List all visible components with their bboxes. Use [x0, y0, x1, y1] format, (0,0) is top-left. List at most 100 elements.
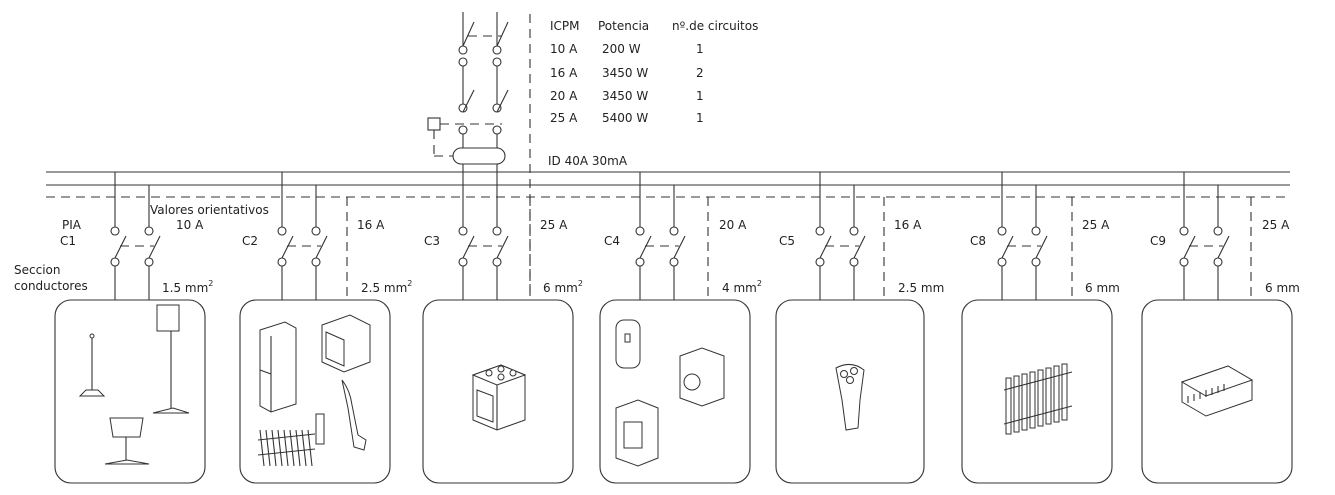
floor-lamp-shade — [156, 304, 180, 332]
table-cell: 25 A — [550, 111, 578, 125]
circuit-current: 16 A — [894, 218, 922, 232]
lamp-top — [89, 333, 95, 339]
circuit-name: C5 — [779, 234, 795, 248]
appliance-box — [961, 299, 1113, 484]
circuit-c4: C4 20 A 4 mm2 — [599, 172, 762, 484]
valores-label: Valores orientativos — [150, 203, 269, 217]
heater-bar — [265, 429, 271, 467]
switch-contact — [815, 257, 825, 267]
radiator-fin — [1053, 365, 1060, 423]
circuit-current: 16 A — [357, 218, 385, 232]
superscript: 2 — [208, 279, 213, 288]
table-header-icpm: ICPM — [550, 19, 580, 33]
heater-display — [624, 333, 631, 343]
circuit-current: 25 A — [1262, 218, 1290, 232]
switch-blade — [853, 235, 866, 259]
washer-heater-icon — [615, 319, 725, 467]
air-conditioner-icon — [1180, 365, 1254, 417]
radiator-fin — [1061, 363, 1068, 421]
heater-bar — [277, 429, 283, 467]
circuit-name: C4 — [604, 234, 620, 248]
conductor-section: 6 mm — [1265, 281, 1300, 295]
id-label: ID 40A 30mA — [548, 154, 628, 168]
shaver-head — [850, 367, 858, 375]
switch-contact — [669, 226, 679, 236]
table-lamp-base — [104, 459, 150, 465]
circuit-current: 25 A — [1082, 218, 1110, 232]
radiator-pipe — [1003, 405, 1073, 425]
shaver-icon — [835, 364, 865, 431]
conductor-section: 2.5 mm2 — [361, 279, 412, 295]
table-cell: 16 A — [550, 66, 578, 80]
switch-contact — [144, 257, 154, 267]
fridge — [259, 321, 297, 413]
radiator-fin — [1037, 369, 1044, 427]
radiator-fin — [1013, 375, 1020, 433]
shaver-body — [835, 364, 865, 431]
table-header-potencia: Potencia — [598, 19, 649, 33]
conductor-section: 1.5 mm2 — [162, 279, 213, 295]
switch-contact — [277, 226, 287, 236]
oven-icon — [471, 364, 527, 431]
circuit-name: C3 — [424, 234, 440, 248]
circuit-current: 20 A — [719, 218, 747, 232]
switch-contact — [458, 226, 468, 236]
switch-blade — [281, 235, 294, 259]
switch-contact — [110, 226, 120, 236]
table-cell: 2 — [696, 66, 704, 80]
switch-contact — [458, 257, 468, 267]
washer-door — [683, 373, 701, 391]
table-cell: 200 W — [602, 42, 641, 56]
washer — [679, 347, 725, 407]
shaver-head — [840, 370, 848, 378]
radiator-pipe — [1003, 371, 1073, 391]
superscript: 2 — [578, 279, 583, 288]
heater-bar — [259, 429, 265, 467]
appliance-box — [54, 299, 206, 484]
switch-contact — [815, 226, 825, 236]
circuit-current: 10 A — [176, 218, 204, 232]
switch-contact — [849, 226, 859, 236]
water-heater — [615, 319, 641, 369]
socket — [315, 413, 325, 445]
burner — [497, 373, 505, 381]
switch-contact — [1179, 226, 1189, 236]
switch-blade — [673, 235, 686, 259]
radiator-fin — [1029, 371, 1036, 429]
table-lamp-shade — [109, 417, 144, 438]
switch-contact — [1179, 257, 1189, 267]
radiator-icon — [1003, 363, 1073, 435]
lamps-icon — [78, 304, 190, 465]
burner — [509, 369, 517, 377]
table-cell: 1 — [696, 111, 704, 125]
conductor-section: 4 mm2 — [722, 279, 762, 295]
heater-bar — [283, 429, 289, 467]
switch-contact — [492, 226, 502, 236]
switch-blade — [639, 235, 652, 259]
switch-contact — [144, 226, 154, 236]
ac-top — [1180, 365, 1254, 397]
switch-contact — [997, 226, 1007, 236]
switch-contact — [311, 226, 321, 236]
table-cell: 3450 W — [602, 66, 648, 80]
heater-bar — [289, 429, 295, 467]
switch-contact — [635, 226, 645, 236]
switch-blade — [114, 235, 127, 259]
table-cell: 20 A — [550, 89, 578, 103]
heater-bar — [271, 429, 277, 467]
conductor-section: 6 mm2 — [543, 279, 583, 295]
circuit-current: 25 A — [540, 218, 568, 232]
table-header-circuitos: nº.de circuitos — [672, 19, 758, 33]
switch-blade — [462, 235, 475, 259]
table-cell: 3450 W — [602, 89, 648, 103]
radiator-fin — [1005, 377, 1012, 435]
icpm-table: ICPM Potencia nº.de circuitos 10 A 200 W… — [550, 19, 758, 125]
shaver-head — [846, 376, 854, 384]
circuit-c3: C3 25 A 6 mm2 — [422, 172, 583, 484]
switch-blade — [819, 235, 832, 259]
switch-contact — [997, 257, 1007, 267]
